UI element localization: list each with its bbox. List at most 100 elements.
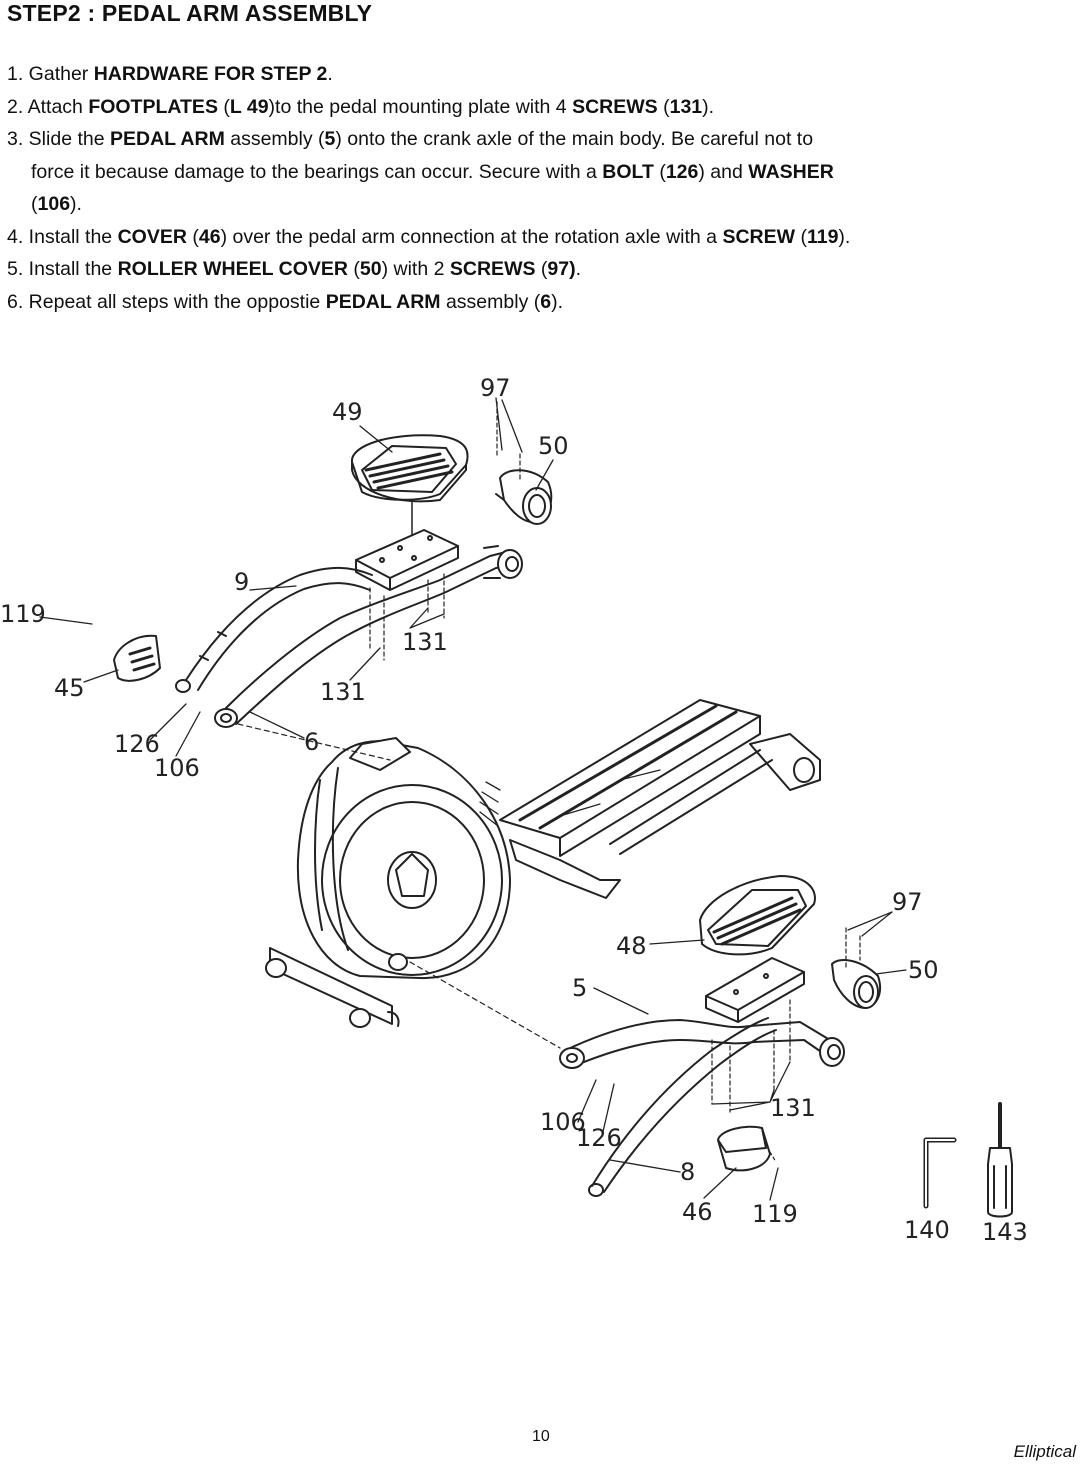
step-3-continuation: force it because damage to the bearings … [7, 156, 1077, 189]
step-emphasis: WASHER [748, 160, 834, 183]
step-text: ( [31, 193, 38, 215]
step-text: ). [838, 225, 851, 248]
label-97-upper: 97 [480, 374, 511, 402]
step-emphasis: 126 [665, 160, 699, 183]
step-emphasis: PEDAL ARM [109, 128, 225, 150]
step-emphasis: BOLT [602, 160, 654, 183]
step-text: 5. Install the [7, 258, 118, 280]
step-emphasis: PEDAL ARM [325, 290, 441, 313]
step-text: 4. Install the [7, 225, 118, 248]
step-emphasis: FOOTPLATES [88, 95, 218, 118]
step-text: ). [551, 290, 564, 313]
label-119-upper: 119 [0, 600, 46, 628]
step-text: 6. Repeat all steps with the oppostie [7, 290, 326, 313]
step-text: assembly ( [440, 290, 541, 313]
label-131-upper-left: 131 [320, 678, 366, 706]
step-text: . [575, 258, 582, 280]
step-text: ). [702, 95, 715, 118]
step-emphasis: SCREW [722, 225, 796, 248]
callout-labels: 97 49 50 9 119 131 45 131 126 106 6 97 4… [0, 374, 1028, 1246]
step-4: 4. Install the COVER (46) over the pedal… [7, 221, 1077, 254]
step-emphasis: 50 [359, 258, 382, 280]
label-106-upper: 106 [154, 754, 200, 782]
label-119-lower: 119 [752, 1200, 798, 1228]
step-emphasis: HARDWARE FOR STEP 2 [93, 63, 328, 85]
roller-cover-50-lower-part [831, 959, 882, 1009]
label-97-lower: 97 [892, 888, 923, 916]
screws-97-lower-part [845, 927, 861, 969]
label-5: 5 [572, 974, 587, 1002]
label-106-lower: 106 [540, 1108, 586, 1136]
pedal-arm-8-part [588, 1017, 777, 1197]
step-emphasis: 5 [324, 128, 336, 150]
leader-lines [39, 397, 907, 1201]
step-1: 1. Gather HARDWARE FOR STEP 2. [7, 58, 1077, 91]
main-body-part [237, 699, 821, 1049]
step-text: ( [186, 225, 199, 248]
step-text: force it because damage to the bearings … [31, 160, 603, 183]
footplate-49-part [351, 434, 469, 503]
label-50-lower: 50 [908, 956, 939, 984]
pedal-arm-9-part [175, 566, 373, 693]
label-140: 140 [904, 1216, 950, 1244]
label-46: 46 [682, 1198, 713, 1226]
step-text: ) over the pedal arm connection at the r… [220, 225, 723, 248]
pedal-arm-6-part [214, 529, 523, 728]
step-text: ( [347, 258, 360, 280]
label-8: 8 [680, 1158, 695, 1186]
step-emphasis: 46 [198, 225, 221, 248]
step-text: 2. Attach [7, 95, 89, 118]
footplate-48-part [699, 875, 816, 956]
step-text: ( [217, 95, 230, 118]
step-emphasis: SCREWS [449, 258, 536, 280]
step-text: ( [653, 160, 666, 183]
instruction-steps: 1. Gather HARDWARE FOR STEP 2.2. Attach … [7, 58, 1077, 318]
label-49: 49 [332, 398, 363, 426]
step-text: . [327, 63, 333, 85]
label-6: 6 [304, 728, 319, 756]
label-50-upper: 50 [538, 432, 569, 460]
step-3-continuation: (106). [7, 188, 1077, 221]
label-45: 45 [54, 674, 85, 702]
step-emphasis: 6 [540, 290, 552, 313]
step-5: 5. Install the ROLLER WHEEL COVER (50) w… [7, 253, 1077, 286]
label-126-lower: 126 [576, 1124, 622, 1152]
step-text: 1. Gather [7, 63, 94, 85]
step-text: ) and [698, 160, 749, 183]
step-3: 3. Slide the PEDAL ARM assembly (5) onto… [7, 123, 1077, 221]
pedal-arm-5-part [559, 957, 845, 1069]
step-emphasis: 97) [547, 258, 576, 280]
step-text: ( [657, 95, 670, 118]
label-48: 48 [616, 932, 647, 960]
step-text: ). [70, 193, 82, 215]
step-text: ( [795, 225, 807, 248]
step-text: ) with 2 [381, 258, 450, 280]
page-number: 10 [532, 1428, 550, 1445]
step-emphasis: 119 [806, 225, 839, 248]
screws-131-upper-part [369, 573, 445, 661]
assembly-diagram: 97 49 50 9 119 131 45 131 126 106 6 97 4… [0, 374, 1028, 1246]
step-emphasis: 106 [37, 193, 71, 215]
label-131-lower: 131 [770, 1094, 816, 1122]
step-2: 2. Attach FOOTPLATES (L 49)to the pedal … [7, 91, 1077, 124]
step-emphasis: 131 [669, 95, 703, 118]
screwdriver-143-part [987, 1102, 1013, 1218]
step-text: assembly ( [224, 128, 325, 150]
screws-131-lower-part [711, 999, 791, 1113]
step-emphasis: L 49 [229, 95, 269, 118]
step-emphasis: ROLLER WHEEL COVER [117, 258, 348, 280]
step-text: )to the pedal mounting plate with 4 [268, 95, 573, 118]
step-6: 6. Repeat all steps with the oppostie PE… [7, 286, 1077, 319]
footer-brand: Elliptical [1013, 1442, 1076, 1461]
step-text: ( [535, 258, 548, 280]
step-text: 3. Slide the [7, 128, 110, 150]
allen-wrench-140-part [923, 1137, 957, 1209]
step-emphasis: SCREWS [572, 95, 658, 118]
page-title: STEP2 : PEDAL ARM ASSEMBLY [7, 0, 373, 26]
step-emphasis: COVER [117, 225, 187, 248]
label-131-upper-right: 131 [402, 628, 448, 656]
label-9: 9 [234, 568, 249, 596]
cover-45-part [113, 634, 161, 682]
cover-46-part [717, 1125, 771, 1172]
step-text: ) onto the crank axle of the main body. … [335, 128, 814, 150]
